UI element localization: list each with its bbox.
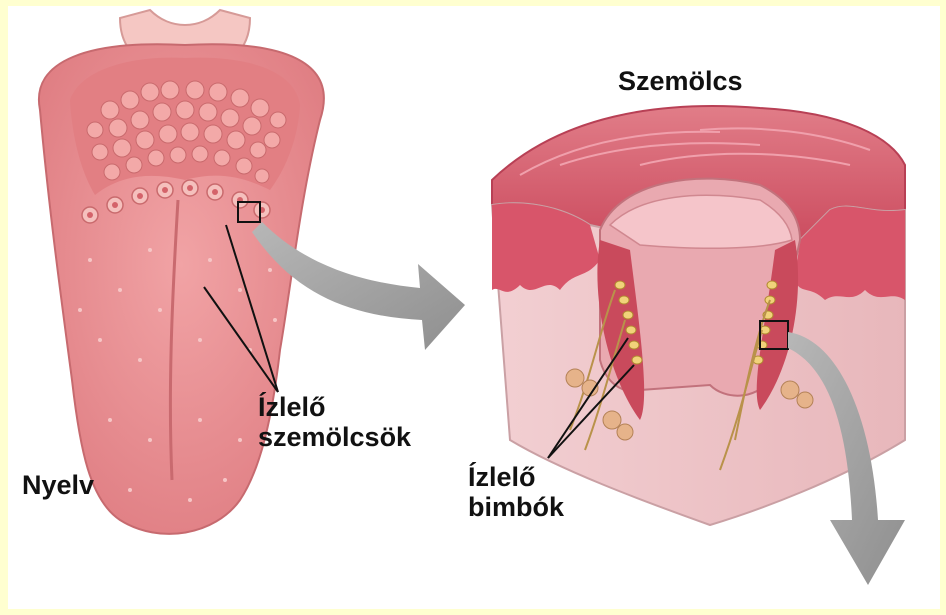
taste-buds-label-line1: Ízlelő bbox=[468, 462, 564, 492]
taste-papillae-label-line1: Ízlelő bbox=[258, 392, 411, 422]
tongue-label-text: Nyelv bbox=[22, 470, 94, 500]
taste-buds-label-line2: bimbók bbox=[468, 492, 564, 522]
taste-papillae-label-line2: szemölcsök bbox=[258, 422, 411, 452]
tongue-label: Nyelv bbox=[22, 470, 94, 500]
tongue-illustration bbox=[39, 10, 324, 534]
taste-papillae-label: Ízlelő szemölcsök bbox=[258, 392, 411, 452]
taste-buds-label: Ízlelő bimbók bbox=[468, 462, 564, 522]
papilla-label: Szemölcs bbox=[618, 66, 743, 96]
papilla-label-text: Szemölcs bbox=[618, 66, 743, 96]
